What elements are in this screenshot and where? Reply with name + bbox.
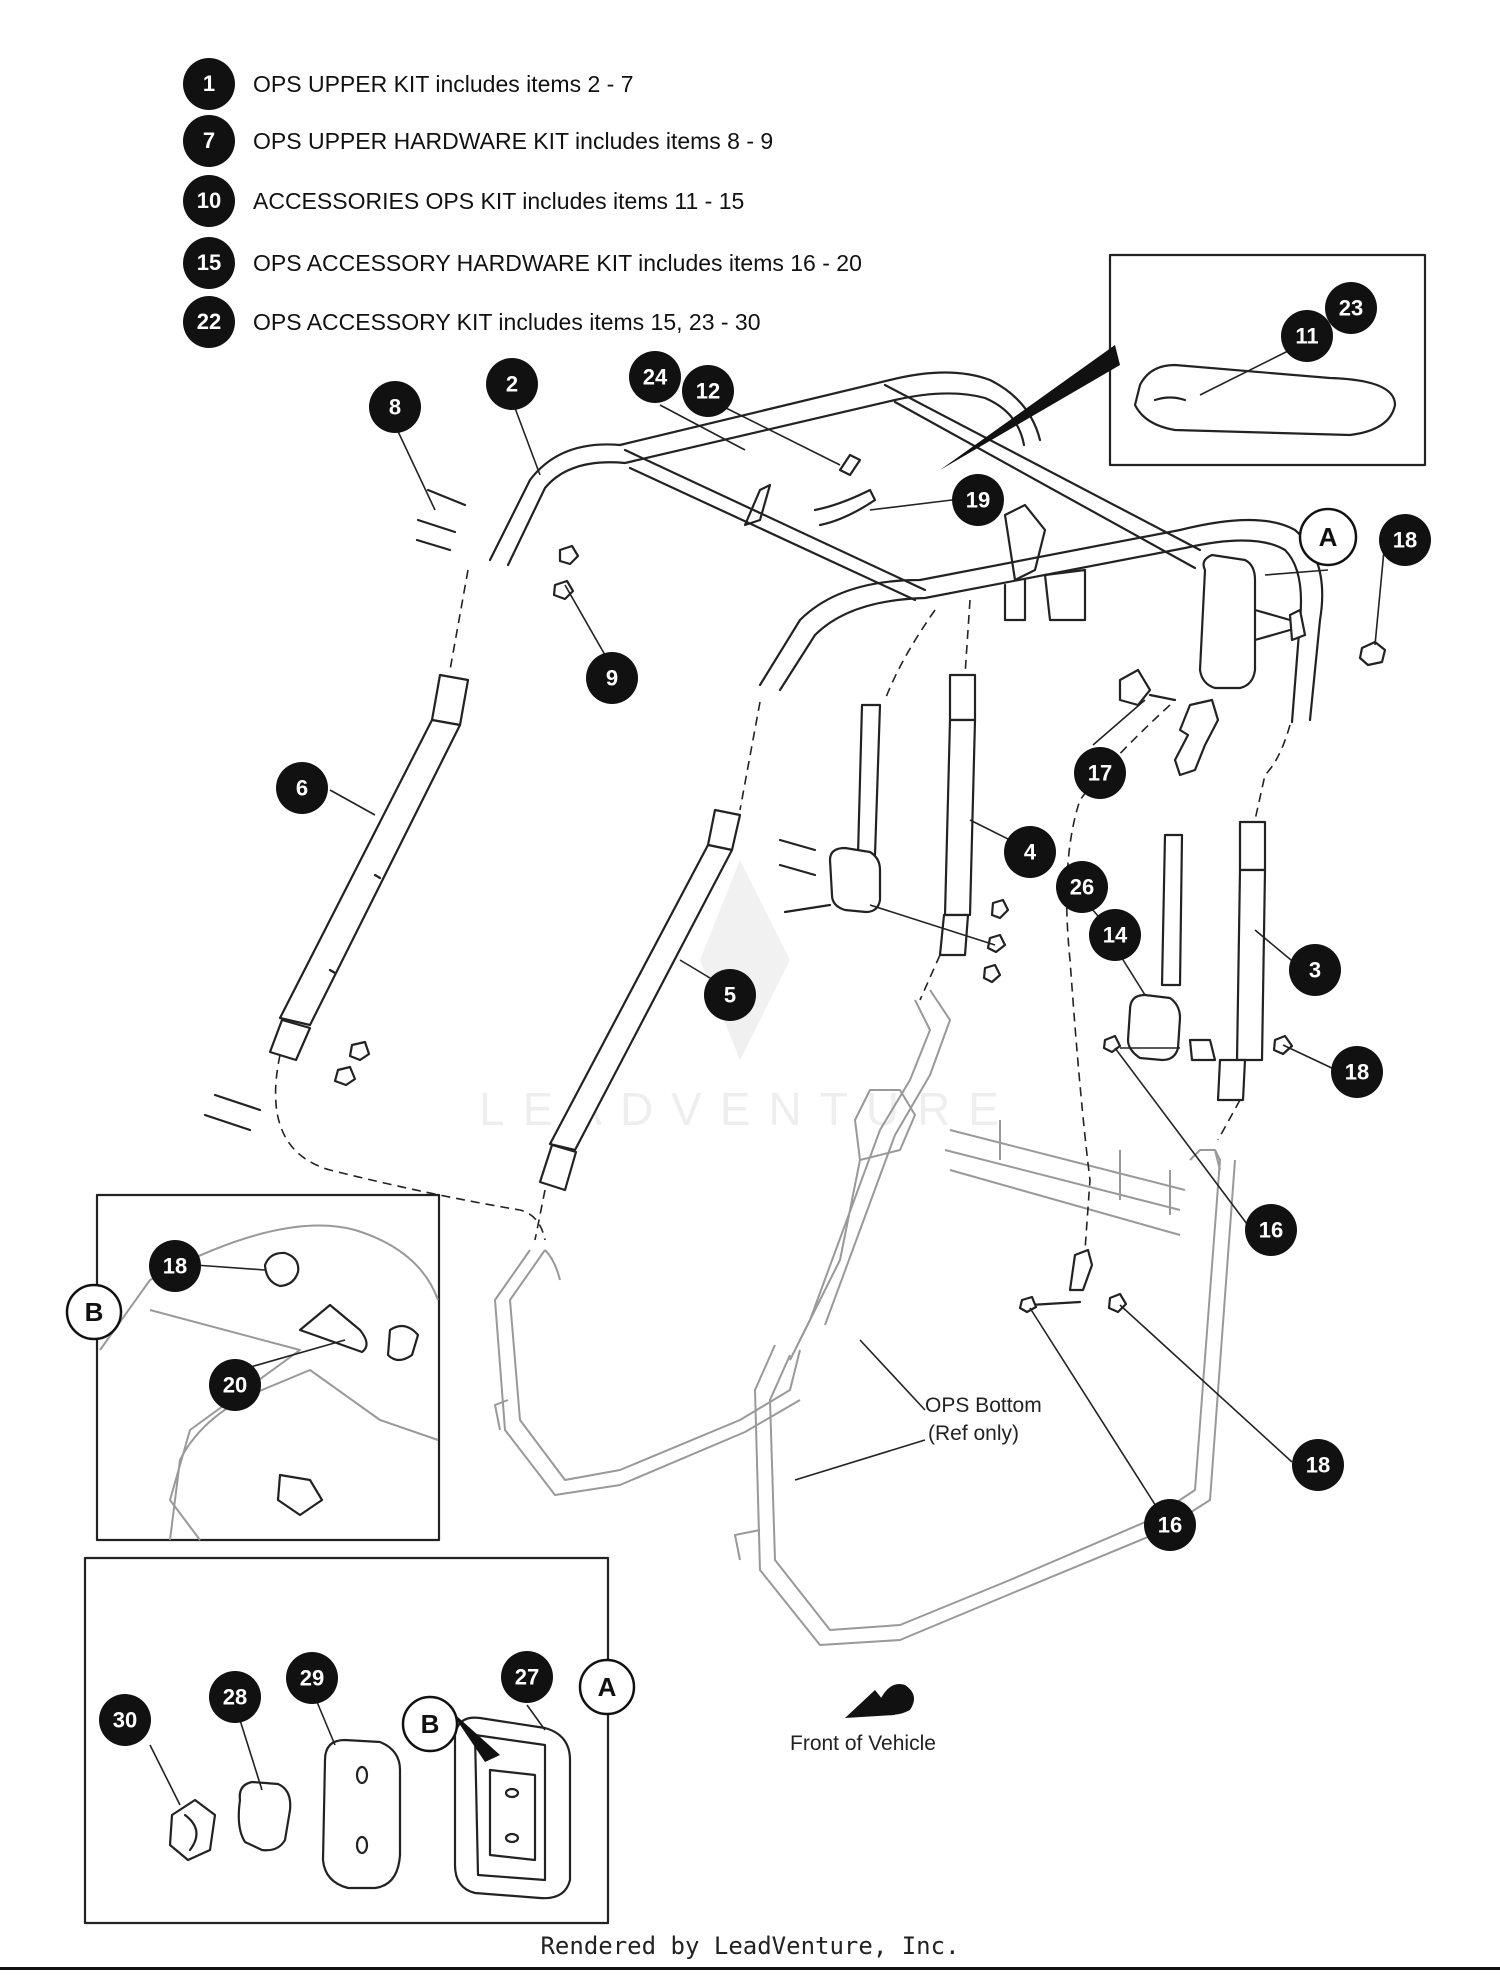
legend-item: 15 OPS ACCESSORY HARDWARE KIT includes i… — [183, 237, 862, 289]
svg-text:20: 20 — [223, 1373, 247, 1398]
front-of-vehicle-arrow-icon — [845, 1684, 914, 1718]
svg-text:18: 18 — [163, 1254, 187, 1279]
callout-20: 20 — [209, 1359, 261, 1411]
callout-5: 5 — [704, 969, 756, 1021]
callout-23: 23 — [1325, 282, 1377, 334]
part-5-center-post — [538, 808, 742, 1192]
callout-11: 11 — [1281, 310, 1333, 362]
svg-text:27: 27 — [515, 1665, 539, 1690]
callout-17: 17 — [1074, 747, 1126, 799]
legend-number-badge: 1 — [183, 58, 235, 110]
callout-2: 2 — [486, 358, 538, 410]
footer-credit: Rendered by LeadVenture, Inc. — [540, 1932, 960, 1960]
legend-text: OPS ACCESSORY KIT includes items 15, 23 … — [253, 308, 761, 335]
callout-18-top: 18 — [1379, 514, 1431, 566]
svg-text:19: 19 — [966, 488, 990, 513]
callout-8: 8 — [369, 381, 421, 433]
detail-marker-b-inset: B — [65, 1283, 123, 1341]
legend-item: 22 OPS ACCESSORY KIT includes items 15, … — [183, 296, 761, 348]
ops-bottom-label: OPS Bottom — [925, 1394, 1042, 1417]
svg-text:6: 6 — [296, 776, 308, 801]
part-3-right-post — [1102, 820, 1294, 1102]
svg-text:24: 24 — [643, 365, 668, 390]
callout-16-low: 16 — [1144, 1499, 1196, 1551]
callout-24: 24 — [629, 351, 681, 403]
svg-text:2: 2 — [506, 372, 518, 397]
callout-6: 6 — [276, 762, 328, 814]
svg-text:30: 30 — [113, 1708, 137, 1733]
hardware-16-18-lower — [1018, 1248, 1128, 1314]
detail-marker-b-small: B — [401, 1695, 459, 1753]
svg-text:16: 16 — [1158, 1513, 1182, 1538]
part-6-left-post — [268, 673, 470, 1062]
svg-text:A: A — [598, 1672, 617, 1702]
svg-text:12: 12 — [696, 379, 720, 404]
callout-26: 26 — [1056, 861, 1108, 913]
svg-text:8: 8 — [389, 395, 401, 420]
detail-marker-a-top: A — [1298, 507, 1358, 567]
callout-16-mid: 16 — [1245, 1204, 1297, 1256]
legend-number-badge: 15 — [183, 237, 235, 289]
svg-text:B: B — [85, 1297, 104, 1327]
callout-18-low: 18 — [1292, 1439, 1344, 1491]
bottom-divider — [0, 1967, 1500, 1970]
callout-14: 14 — [1089, 909, 1141, 961]
hardware-8-9 — [203, 488, 580, 1132]
svg-text:18: 18 — [1306, 1453, 1330, 1478]
callout-leaders — [329, 394, 1386, 1526]
legend-number-badge: 22 — [183, 296, 235, 348]
legend-item: 7 OPS UPPER HARDWARE KIT includes items … — [183, 115, 773, 167]
legend-text: ACCESSORIES OPS KIT includes items 11 - … — [253, 187, 745, 214]
svg-text:9: 9 — [606, 666, 618, 691]
callout-28: 28 — [209, 1671, 261, 1723]
svg-text:16: 16 — [1259, 1218, 1283, 1243]
callout-3: 3 — [1289, 944, 1341, 996]
legend-number-badge: 10 — [183, 175, 235, 227]
svg-text:18: 18 — [1393, 528, 1417, 553]
legend-item: 1 OPS UPPER KIT includes items 2 - 7 — [183, 58, 634, 110]
part-4-post-and-seatbelt — [778, 673, 1010, 984]
svg-text:11: 11 — [1295, 324, 1318, 349]
legend-text: OPS UPPER KIT includes items 2 - 7 — [253, 70, 634, 97]
svg-text:B: B — [421, 1709, 440, 1739]
ops-bottom-frame — [494, 989, 1236, 1646]
legend-number-badge: 7 — [183, 115, 235, 167]
svg-text:26: 26 — [1070, 875, 1094, 900]
svg-text:4: 4 — [1024, 840, 1037, 865]
legend-text: OPS UPPER HARDWARE KIT includes items 8 … — [253, 127, 774, 154]
callout-18-mid: 18 — [1331, 1046, 1383, 1098]
detail-marker-a-inset: A — [578, 1658, 636, 1716]
callout-18-inset: 18 — [149, 1240, 201, 1292]
svg-text:23: 23 — [1339, 296, 1363, 321]
svg-text:5: 5 — [724, 983, 736, 1008]
callout-9: 9 — [586, 652, 638, 704]
ops-bottom-ref-label: (Ref only) — [928, 1422, 1019, 1445]
callout-27: 27 — [501, 1651, 553, 1703]
inset-a-mirror-detail — [83, 1556, 610, 1925]
callout-29: 29 — [286, 1652, 338, 1704]
callout-30: 30 — [99, 1694, 151, 1746]
front-of-vehicle-label: Front of Vehicle — [790, 1732, 936, 1755]
svg-text:29: 29 — [300, 1666, 324, 1691]
inset-grab-handle — [940, 253, 1427, 470]
svg-text:14: 14 — [1103, 923, 1128, 948]
callout-12: 12 — [682, 365, 734, 417]
svg-text:3: 3 — [1309, 958, 1321, 983]
callout-19: 19 — [952, 474, 1004, 526]
svg-text:A: A — [1319, 522, 1338, 552]
legend-text: OPS ACCESSORY HARDWARE KIT includes item… — [253, 249, 862, 276]
legend-item: 10 ACCESSORIES OPS KIT includes items 11… — [183, 175, 744, 227]
svg-text:18: 18 — [1345, 1060, 1369, 1085]
inset-b-mount-detail — [95, 1193, 441, 1542]
svg-text:17: 17 — [1088, 761, 1112, 786]
callout-4: 4 — [1004, 826, 1056, 878]
svg-text:28: 28 — [223, 1685, 247, 1710]
